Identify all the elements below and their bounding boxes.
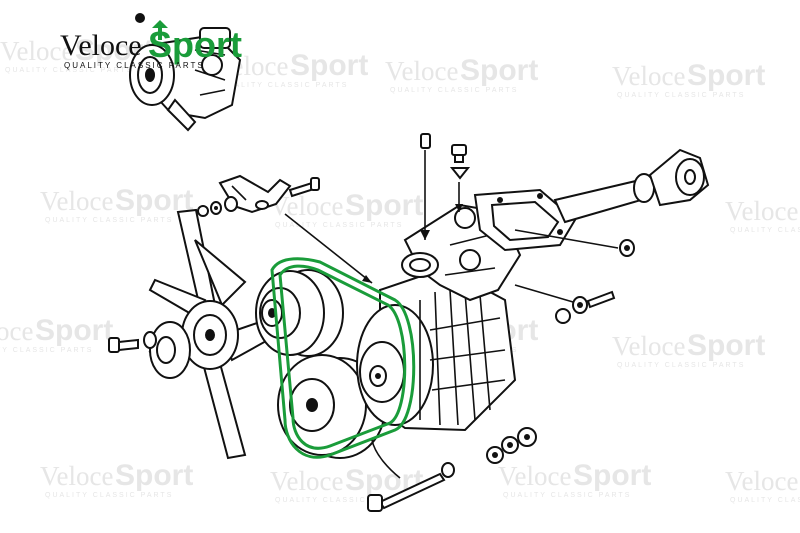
svg-text:Sport: Sport bbox=[290, 49, 368, 82]
leader-line bbox=[284, 213, 373, 284]
svg-text:QUALITY CLASSIC PARTS: QUALITY CLASSIC PARTS bbox=[45, 492, 173, 499]
bolt-and-nut-right bbox=[555, 290, 616, 324]
washers-and-nut-left bbox=[197, 196, 238, 217]
svg-text:Veloce: Veloce bbox=[612, 331, 685, 361]
fan-bolt bbox=[108, 337, 139, 353]
svg-text:QUALITY CLASSIC PARTS: QUALITY CLASSIC PARTS bbox=[64, 61, 205, 70]
svg-text:Veloce: Veloce bbox=[60, 29, 142, 62]
svg-text:Veloce: Veloce bbox=[40, 461, 113, 491]
svg-text:Sport: Sport bbox=[148, 24, 242, 65]
svg-text:QUALITY CLASSIC PARTS: QUALITY CLASSIC PARTS bbox=[390, 87, 518, 94]
svg-text:QUALITY CLASSIC PARTS: QUALITY CLASSIC PARTS bbox=[220, 82, 348, 89]
svg-text:QUALITY CLASSIC PARTS: QUALITY CLASSIC PARTS bbox=[275, 222, 403, 229]
water-pump-thumbnail bbox=[129, 13, 242, 132]
svg-text:QUALITY CLASSIC PARTS: QUALITY CLASSIC PARTS bbox=[730, 227, 800, 234]
svg-text:Veloce: Veloce bbox=[612, 61, 685, 91]
fan-spacer bbox=[143, 321, 191, 379]
svg-text:Veloce: Veloce bbox=[725, 466, 798, 496]
pump-gasket bbox=[473, 188, 577, 252]
svg-text:Veloce: Veloce bbox=[385, 56, 458, 86]
svg-text:Veloce: Veloce bbox=[0, 316, 33, 346]
fan-pulley bbox=[255, 269, 344, 357]
svg-text:Sport: Sport bbox=[35, 314, 113, 347]
leader-arrow bbox=[362, 275, 372, 283]
svg-text:Veloce: Veloce bbox=[40, 186, 113, 216]
svg-text:QUALITY CLASSIC PARTS: QUALITY CLASSIC PARTS bbox=[0, 347, 93, 354]
svg-text:QUALITY CLASSIC PARTS: QUALITY CLASSIC PARTS bbox=[5, 67, 133, 74]
svg-text:QUALITY CLASSIC PARTS: QUALITY CLASSIC PARTS bbox=[617, 362, 745, 369]
leader-line bbox=[514, 284, 574, 303]
svg-text:Sport: Sport bbox=[345, 189, 423, 222]
svg-text:Sport: Sport bbox=[460, 54, 538, 87]
oil-pump-drive-shaft bbox=[553, 148, 710, 224]
svg-text:Veloce: Veloce bbox=[498, 461, 571, 491]
svg-text:QUALITY CLASSIC PARTS: QUALITY CLASSIC PARTS bbox=[275, 497, 403, 504]
svg-text:QUALITY CLASSIC PARTS: QUALITY CLASSIC PARTS bbox=[45, 217, 173, 224]
svg-text:QUALITY CLASSIC PARTS: QUALITY CLASSIC PARTS bbox=[617, 92, 745, 99]
drive-belt bbox=[270, 257, 416, 459]
leader-line bbox=[371, 439, 401, 479]
alternator-pivot-bolt bbox=[367, 462, 455, 512]
leader-line bbox=[514, 229, 619, 249]
link-bolt bbox=[288, 177, 320, 198]
svg-text:Sport: Sport bbox=[687, 59, 765, 92]
svg-text:QUALITY CLASSIC PARTS: QUALITY CLASSIC PARTS bbox=[503, 492, 631, 499]
svg-text:Sport: Sport bbox=[573, 459, 651, 492]
fan bbox=[148, 208, 270, 460]
pump-stud-and-screw bbox=[420, 133, 471, 240]
nut-right-upper bbox=[619, 239, 635, 257]
svg-text:Veloce: Veloce bbox=[725, 196, 798, 226]
svg-text:QUALITY CLASSIC PARTS: QUALITY CLASSIC PARTS bbox=[730, 497, 800, 504]
nuts-and-washers-bottom bbox=[486, 427, 537, 464]
brand-logo: Veloce Sport QUALITY CLASSIC PARTS bbox=[60, 20, 242, 70]
svg-text:Veloce: Veloce bbox=[270, 466, 343, 496]
svg-text:Sport: Sport bbox=[115, 459, 193, 492]
svg-text:Veloce: Veloce bbox=[0, 36, 73, 66]
svg-text:Sport: Sport bbox=[687, 329, 765, 362]
